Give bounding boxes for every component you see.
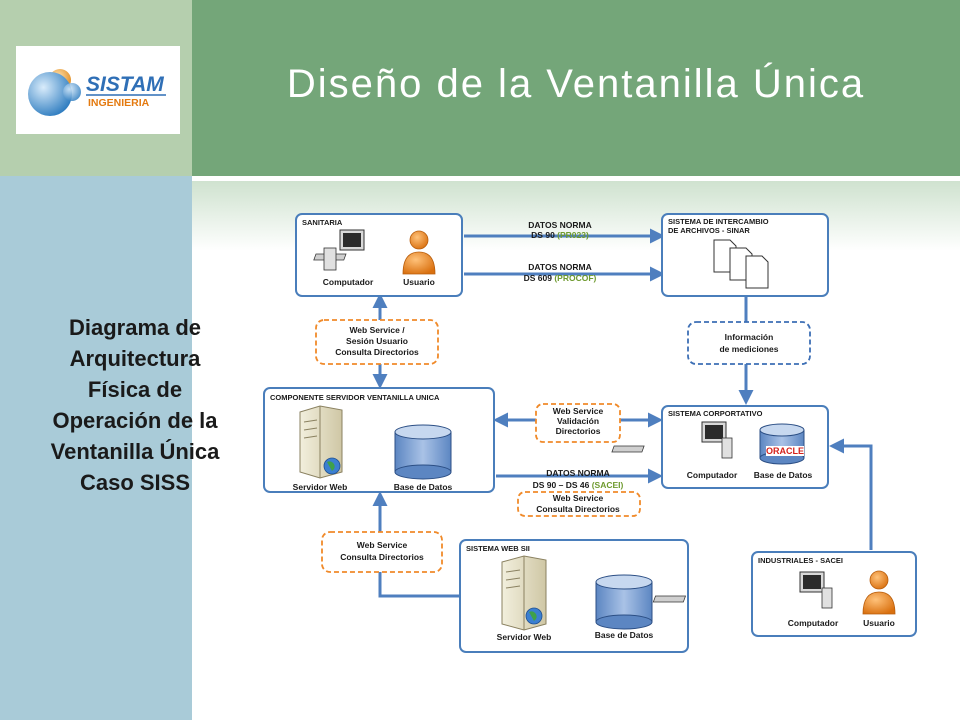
- ws-consulta-note-right: Web Service Consulta Directorios: [517, 491, 641, 517]
- company-logo: SISTAM INGENIERIA: [16, 46, 180, 134]
- server-icon: [299, 405, 343, 479]
- ws-sesion-line3: Consulta Directorios: [335, 347, 419, 357]
- arrow2-detail: DS 609 (PROCOF): [524, 273, 597, 283]
- oracle-logo: ORACLE: [766, 446, 804, 456]
- sanitaria-title: SANITARIA: [302, 218, 343, 227]
- ws-sesion-line2: Sesión Usuario: [346, 336, 408, 346]
- arrow2-code: (PROCOF): [554, 273, 596, 283]
- corporativo-box: SISTEMA CORPORTATIVO Computador ORACLE B…: [611, 405, 829, 489]
- ws-validacion-note: Web Service Validación Directorios: [535, 403, 621, 443]
- arrow1-detail: DS 90 (PR023): [531, 230, 589, 240]
- ws-sesion-note: Web Service / Sesión Usuario Consulta Di…: [315, 319, 439, 365]
- caption-line: Diagrama de: [68, 315, 202, 340]
- ws-validacion-line3: Directorios: [556, 426, 601, 436]
- mediciones-line1: Información: [725, 332, 774, 342]
- ws-consulta1-line2: Consulta Directorios: [340, 552, 424, 562]
- industriales-box: INDUSTRIALES - SACEI Computador Usuario: [652, 551, 917, 637]
- arrow3-label: DATOS NORMA: [546, 468, 609, 478]
- ws-consulta2-line1: Web Service: [553, 493, 604, 503]
- sinar-title-2: DE ARCHIVOS - SINAR: [668, 226, 750, 235]
- corporativo-computer-label: Computador: [687, 470, 738, 480]
- database-icon: [394, 424, 452, 480]
- arrow1-norma: DS 90: [531, 230, 557, 240]
- mediciones-line2: de mediciones: [719, 344, 778, 354]
- diagram-caption: Diagrama de Arquitectura Física de Opera…: [20, 312, 250, 498]
- caption-line: Operación de la: [52, 408, 218, 433]
- corporativo-db-label: Base de Datos: [754, 470, 813, 480]
- sinar-box: SISTEMA DE INTERCAMBIO DE ARCHIVOS - SIN…: [661, 213, 829, 297]
- architecture-diagram: SANITARIA Computador Usuario DATOS NORMA…: [262, 210, 919, 660]
- sistam-logo-icon: SISTAM INGENIERIA: [28, 69, 166, 116]
- user-icon: [862, 570, 896, 615]
- sinar-title-1: SISTEMA DE INTERCAMBIO: [668, 217, 769, 226]
- websii-title: SISTEMA WEB SII: [466, 544, 530, 553]
- server-icon: [501, 555, 547, 631]
- ws-consulta2-line2: Consulta Directorios: [536, 504, 620, 514]
- user-icon: [402, 230, 436, 275]
- componente-db-label: Base de Datos: [394, 482, 453, 492]
- industriales-title: INDUSTRIALES - SACEI: [758, 556, 843, 565]
- arrow1-code: (PR023): [557, 230, 589, 240]
- websii-server-label: Servidor Web: [497, 632, 552, 642]
- websii-db-label: Base de Datos: [595, 630, 654, 640]
- arrow3-code: (SACEI): [592, 480, 624, 490]
- mediciones-note: Información de mediciones: [687, 321, 811, 365]
- caption-line: Caso SISS: [79, 470, 191, 495]
- industriales-user-label: Usuario: [863, 618, 895, 628]
- computer-icon: [313, 229, 365, 271]
- componente-server-label: Servidor Web: [293, 482, 348, 492]
- documents-icon: [713, 239, 769, 289]
- computer-icon: [652, 571, 833, 609]
- ws-validacion-line1: Web Service: [553, 406, 604, 416]
- page-title: Diseño de la Ventanilla Única: [286, 62, 866, 106]
- arrow1-label: DATOS NORMA: [528, 220, 591, 230]
- caption-line: Arquitectura: [69, 346, 201, 371]
- arrow3-norma: DS 90 – DS 46: [533, 480, 592, 490]
- caption-line: Ventanilla Única: [50, 439, 220, 464]
- arrow2-label: DATOS NORMA: [528, 262, 591, 272]
- sanitaria-computer-label: Computador: [323, 277, 374, 287]
- database-icon: [759, 423, 805, 465]
- ws-validacion-line2: Validación: [557, 416, 599, 426]
- oracle-logo-bg: [766, 446, 804, 456]
- ws-consulta-note-left: Web Service Consulta Directorios: [321, 531, 443, 573]
- logo-wordmark: SISTAM: [86, 73, 164, 96]
- componente-box: COMPONENTE SERVIDOR VENTANILLA UNICA Ser…: [263, 387, 495, 493]
- database-icon: [595, 574, 653, 630]
- arrow3-detail: DS 90 – DS 46 (SACEI): [533, 480, 624, 490]
- websii-box: SISTEMA WEB SII Servidor Web Base de Dat…: [459, 539, 689, 653]
- arrow2-norma: DS 609: [524, 273, 555, 283]
- ws-sesion-line1: Web Service /: [349, 325, 405, 335]
- left-panel: [0, 176, 192, 720]
- sanitaria-box: SANITARIA Computador Usuario: [295, 213, 463, 297]
- componente-title: COMPONENTE SERVIDOR VENTANILLA UNICA: [270, 393, 440, 402]
- industriales-computer-label: Computador: [788, 618, 839, 628]
- header-band: [192, 0, 960, 176]
- ws-consulta1-line1: Web Service: [357, 540, 408, 550]
- logo-subtitle: INGENIERIA: [88, 97, 150, 109]
- header-divider: [192, 176, 960, 181]
- computer-icon: [611, 421, 733, 459]
- corporativo-title: SISTEMA CORPORTATIVO: [668, 409, 763, 418]
- sanitaria-user-label: Usuario: [403, 277, 435, 287]
- caption-line: Física de: [87, 377, 183, 402]
